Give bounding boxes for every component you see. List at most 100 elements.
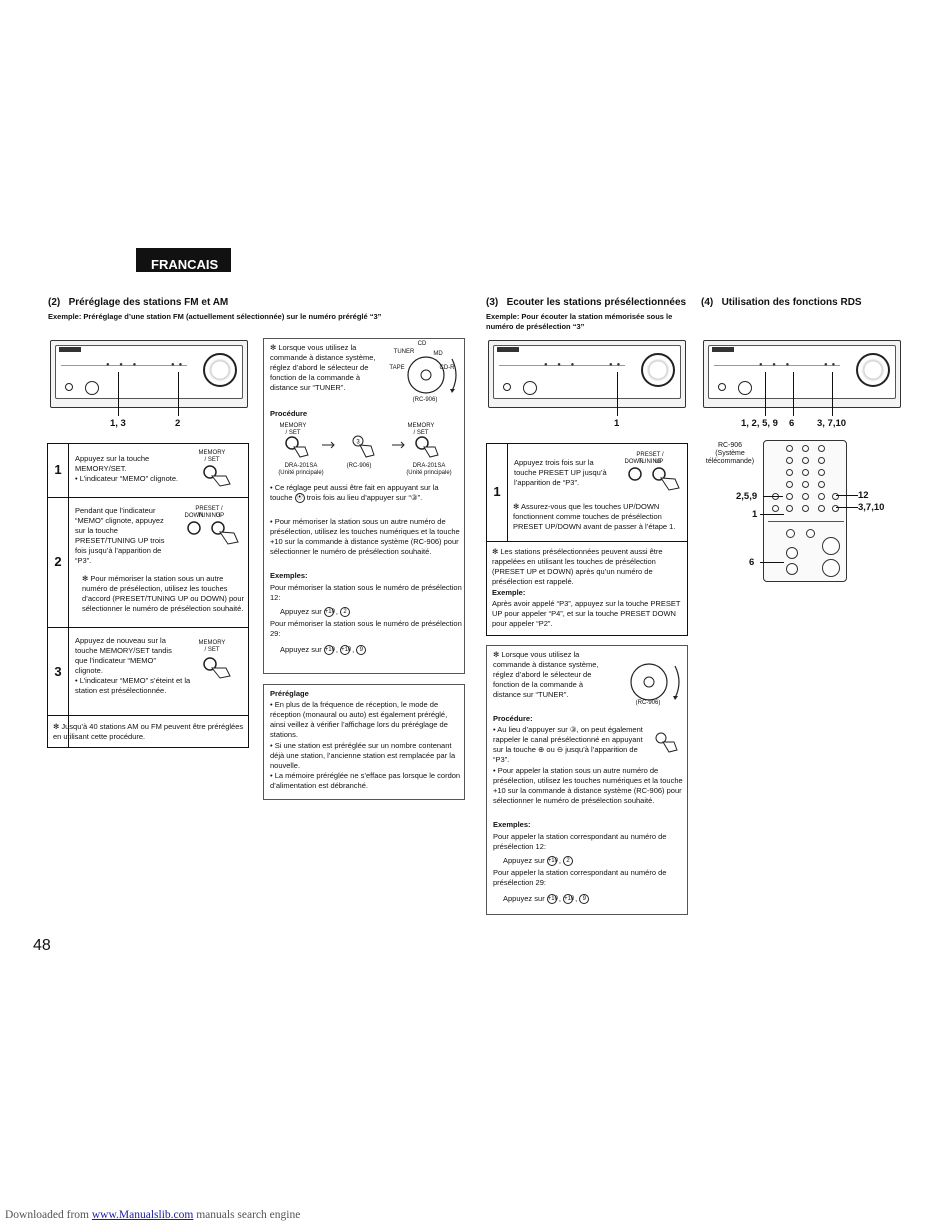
- proc-memory-set-label: MEMORY / SET: [407, 423, 435, 436]
- example-text: Après avoir appelé “P3”, appuyez sur la …: [492, 599, 681, 628]
- step-bullet: • L’indicateur “MEMO” clignote.: [75, 474, 179, 483]
- prereglage-title: Préréglage: [270, 689, 309, 698]
- finger-press-icon: [655, 732, 678, 753]
- remote-callout-3-7-10: 3,7,10: [858, 502, 885, 513]
- section-3-number: (3): [486, 297, 499, 308]
- example-1-text: Pour appeler la station correspondant au…: [493, 832, 667, 851]
- step-text: Appuyez sur la touche MEMORY/SET.: [75, 454, 150, 473]
- step-row-1: 1 Appuyez sur la touche MEMORY/SET. • L’…: [48, 444, 248, 498]
- down-label: DOWN: [624, 459, 644, 465]
- procedure-title: Procédure:: [493, 714, 533, 723]
- number-9-button-icon: 9: [579, 894, 590, 905]
- prereglage-box: Préréglage • En plus de la fréquence de …: [263, 684, 465, 800]
- plus10-button-icon: +10: [546, 856, 558, 867]
- rc-906-remote-illustration: [763, 440, 847, 582]
- prereglage-item-1: • En plus de la fréquence de réception, …: [270, 700, 448, 739]
- section-2-subtitle: Exemple: Préréglage d’une station FM (ac…: [48, 312, 382, 321]
- step-row-1: 1 Appuyez trois fois sur la touche PRESE…: [487, 444, 687, 542]
- manualslib-link[interactable]: www.Manualslib.com: [91, 1209, 194, 1221]
- callout-1: 1: [614, 418, 620, 429]
- receiver-front-panel-illustration: ● ● ● ●●: [703, 340, 901, 408]
- plus10-button-icon: +10: [340, 645, 352, 656]
- proc-caption-remote: (RC-906): [346, 463, 372, 469]
- prereglage-item-2: • Si une station est préréglée sur un no…: [270, 741, 456, 770]
- procedure-sequence-icon: 3: [285, 435, 439, 458]
- step-text: Appuyez trois fois sur la touche PRESET …: [514, 458, 607, 487]
- download-footer: Downloaded from www.Manualslib.com manua…: [5, 1209, 301, 1221]
- language-tab: FRANCAIS: [136, 248, 231, 272]
- remote-intro: ✻ Lorsque vous utilisez la commande à di…: [270, 343, 376, 392]
- remote-bullet-1: • Ce réglage peut aussi être fait en app…: [270, 483, 439, 504]
- dial-label-cdr: CD-R: [439, 365, 455, 371]
- preset-tuning-buttons-icon: [628, 467, 680, 491]
- dial-label-cd: CD: [417, 341, 427, 347]
- memory-set-label: MEMORY / SET: [198, 640, 226, 653]
- example-2-press: Appuyez sur +10 , +10 , 9: [503, 894, 590, 905]
- function-selector-dial-icon: [630, 663, 680, 701]
- proc-memory-set-label: MEMORY / SET: [279, 423, 307, 436]
- section-2-number: (2): [48, 297, 61, 308]
- plus10-button-icon: +10: [323, 607, 335, 618]
- section-3-heading: Ecouter les stations présélectionnées: [506, 297, 687, 308]
- section-4-title: (4) Utilisation des fonctions RDS: [701, 297, 862, 308]
- step-number: 2: [54, 554, 62, 569]
- receiver-front-panel-illustration: ● ● ● ●●: [488, 340, 686, 408]
- section-3-steps-table: 1 Appuyez trois fois sur la touche PRESE…: [486, 443, 688, 636]
- section-3-remote-box: ✻ Lorsque vous utilisez la commande à di…: [486, 645, 688, 915]
- dial-caption: (RC-906): [412, 397, 438, 403]
- section-3-subtitle: Exemple: Pour écouter la station mémoris…: [486, 312, 673, 331]
- receiver-front-panel-illustration: ● ● ● ●●: [50, 340, 248, 408]
- dial-label-md: MD: [433, 351, 443, 357]
- section-2-heading: Préréglage des stations FM et AM: [68, 297, 229, 308]
- dial-label-tape: TAPE: [389, 365, 405, 371]
- dial-caption: (RC-906): [635, 700, 661, 706]
- section-2-title: (2) Préréglage des stations FM et AM: [48, 297, 228, 308]
- function-selector-dial-icon: [407, 356, 457, 394]
- page-number: 48: [33, 937, 51, 954]
- finger-press-icon: [203, 465, 231, 487]
- plus10-button-icon: +10: [323, 645, 335, 656]
- section-4-heading: Utilisation des fonctions RDS: [721, 297, 862, 308]
- preset-tuning-label: PRESET / TUNING: [636, 452, 664, 465]
- remote-callout-1: 1: [752, 509, 758, 520]
- example-1-press: Appuyez sur +10 , 2: [503, 856, 574, 867]
- remote-callout-6: 6: [749, 557, 755, 568]
- plus10-button-icon: +10: [546, 894, 558, 905]
- tuning-button-icon: ⦿: [294, 493, 305, 504]
- step-note: ✻ Pour mémoriser la station sous un autr…: [82, 574, 244, 613]
- example-2-text: Pour appeler la station correspondant au…: [493, 868, 667, 887]
- memory-set-label: MEMORY / SET: [198, 450, 226, 463]
- remote-caption: RC-906 (Système télécommande): [705, 442, 755, 465]
- preset-tuning-buttons-icon: [187, 521, 239, 545]
- remote-callout-2-5-9: 2,5,9: [736, 491, 758, 502]
- example-2-press: Appuyez sur +10 , +10 , 9: [280, 645, 367, 656]
- step-row-3: 3 Appuyez de nouveau sur la touche MEMOR…: [48, 628, 248, 716]
- remote-bullet-2: • Pour mémoriser la station sous un autr…: [270, 517, 460, 556]
- remote-procedure-box: ✻ Lorsque vous utilisez la commande à di…: [263, 338, 465, 674]
- section-4-number: (4): [701, 297, 714, 308]
- examples-title: Exemples:: [493, 820, 531, 829]
- number-2-button-icon: 2: [563, 856, 574, 867]
- up-label: UP: [215, 513, 225, 519]
- callout-3-7-10: 3, 7,10: [817, 418, 847, 429]
- remote-bullet-2: • Pour appeler la station sous un autre …: [493, 766, 683, 805]
- example-2-text: Pour mémoriser la station sous le numéro…: [270, 619, 462, 638]
- section-3-title: (3) Ecouter les stations présélectionnée…: [486, 297, 686, 308]
- examples-title: Exemples:: [270, 571, 308, 580]
- number-2-button-icon: 2: [340, 607, 351, 618]
- callout-1-3: 1, 3: [110, 418, 126, 429]
- step-text: Appuyez de nouveau sur la touche MEMORY/…: [75, 636, 172, 675]
- example-1-press: Appuyez sur +10 , 2: [280, 607, 351, 618]
- proc-caption-main-unit: DRA-201SA (Unité principale): [278, 463, 324, 476]
- callout-1-2-5-9: 1, 2, 5, 9: [741, 418, 778, 429]
- finger-press-icon: [203, 657, 231, 679]
- section-2-footnote: ✻ Jusqu’à 40 stations AM ou FM peuvent ê…: [53, 722, 244, 741]
- prereglage-item-3: • La mémoire préréglée ne s’efface pas l…: [270, 771, 461, 790]
- callout-6: 6: [789, 418, 795, 429]
- step-text: Pendant que l’indicateur “MEMO” clignote…: [75, 506, 165, 565]
- section-3-note: ✻ Les stations présélectionnées peuvent …: [492, 547, 663, 586]
- remote-callout-12: 12: [858, 490, 869, 501]
- dial-label-tuner: TUNER: [393, 349, 415, 355]
- step-number: 1: [54, 462, 62, 477]
- section-2-steps-table: 1 Appuyez sur la touche MEMORY/SET. • L’…: [47, 443, 249, 748]
